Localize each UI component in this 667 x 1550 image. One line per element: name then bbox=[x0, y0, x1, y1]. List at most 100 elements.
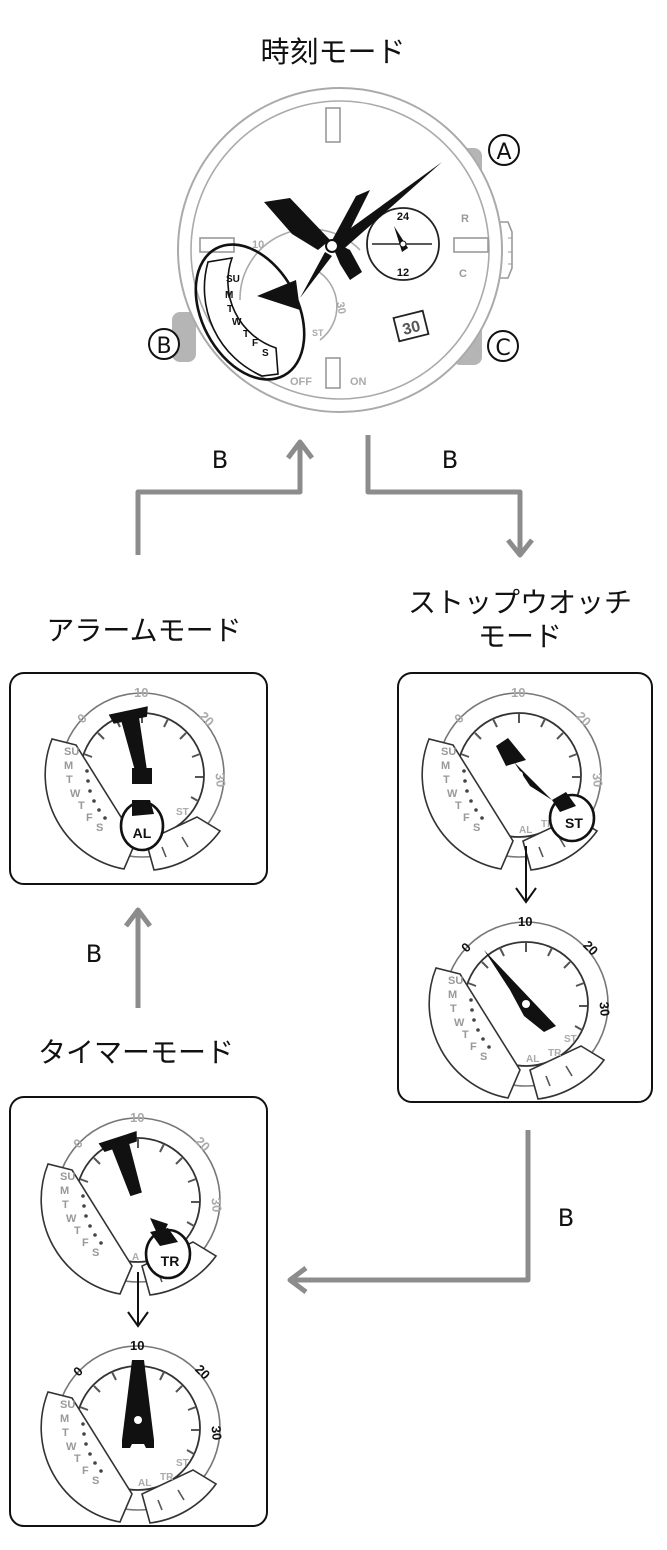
svg-text:ST: ST bbox=[176, 807, 189, 818]
svg-text:M: M bbox=[60, 1413, 69, 1425]
svg-text:T: T bbox=[62, 1199, 69, 1211]
on-label: ON bbox=[350, 376, 367, 388]
timer-mode-title: タイマーモード bbox=[38, 1036, 234, 1069]
alarm-callout-label: AL bbox=[133, 825, 152, 841]
svg-text:F: F bbox=[82, 1237, 89, 1249]
svg-text:AL: AL bbox=[138, 1478, 151, 1489]
svg-text:M: M bbox=[60, 1185, 69, 1197]
svg-text:A: A bbox=[132, 1252, 139, 1263]
svg-text:10: 10 bbox=[130, 1110, 144, 1125]
svg-text:TR: TR bbox=[548, 1048, 562, 1059]
svg-text:F: F bbox=[86, 812, 93, 824]
svg-text:10: 10 bbox=[511, 685, 525, 700]
label-b-time-to-stopwatch: B bbox=[442, 446, 458, 474]
timer-callout-label: TR bbox=[161, 1253, 180, 1269]
svg-text:B: B bbox=[156, 334, 171, 359]
svg-text:30: 30 bbox=[589, 772, 605, 788]
svg-text:10: 10 bbox=[252, 239, 264, 251]
svg-text:W: W bbox=[454, 1017, 465, 1029]
svg-text:W: W bbox=[66, 1441, 77, 1453]
svg-text:T: T bbox=[243, 329, 249, 340]
stopwatch-callout-label: ST bbox=[565, 815, 583, 831]
dial-24-label: 24 bbox=[397, 211, 410, 223]
crown-letter-c: C bbox=[459, 268, 467, 280]
stopwatch-arrow bbox=[515, 846, 537, 904]
svg-text:S: S bbox=[96, 822, 103, 834]
stopwatch-panel bbox=[397, 672, 653, 1103]
svg-text:T: T bbox=[62, 1427, 69, 1439]
svg-text:W: W bbox=[70, 788, 81, 800]
svg-text:F: F bbox=[470, 1041, 477, 1053]
arrow-alarm-to-time bbox=[135, 444, 303, 555]
svg-text:S: S bbox=[480, 1051, 487, 1063]
svg-text:T: T bbox=[450, 1003, 457, 1015]
date-window: 30 bbox=[401, 318, 422, 339]
svg-text:SU: SU bbox=[226, 274, 240, 285]
svg-text:S: S bbox=[262, 348, 269, 359]
button-c-label: C bbox=[487, 330, 519, 362]
dial-12-label: 12 bbox=[397, 267, 409, 279]
svg-text:W: W bbox=[447, 788, 458, 800]
svg-text:AL: AL bbox=[526, 1054, 539, 1065]
svg-text:T: T bbox=[455, 800, 462, 812]
button-b-label: B bbox=[148, 328, 180, 360]
arrow-stopwatch-to-timer bbox=[292, 1130, 531, 1283]
svg-text:S: S bbox=[473, 822, 480, 834]
label-b-stopwatch-to-timer: B bbox=[558, 1204, 574, 1232]
svg-text:M: M bbox=[225, 290, 233, 301]
alarm-panel bbox=[9, 672, 268, 885]
svg-text:S: S bbox=[92, 1475, 99, 1487]
svg-text:10: 10 bbox=[130, 1338, 144, 1353]
svg-text:M: M bbox=[64, 760, 73, 772]
svg-text:30: 30 bbox=[212, 772, 228, 788]
stopwatch-mode-title-line2: モード bbox=[478, 620, 562, 653]
label-b-alarm-to-time: B bbox=[212, 446, 228, 474]
timer-arrow bbox=[127, 1272, 149, 1328]
svg-text:AL: AL bbox=[519, 825, 532, 836]
svg-text:SU: SU bbox=[60, 1399, 75, 1411]
svg-text:10: 10 bbox=[134, 685, 148, 700]
day-indicator-callout bbox=[194, 243, 306, 381]
svg-text:S: S bbox=[92, 1247, 99, 1259]
svg-text:T: T bbox=[78, 800, 85, 812]
svg-text:T: T bbox=[462, 1029, 469, 1041]
svg-text:F: F bbox=[252, 338, 258, 349]
svg-text:T: T bbox=[74, 1225, 81, 1237]
svg-text:30: 30 bbox=[334, 301, 348, 315]
stopwatch-mode-title-line1: ストップウオッチ bbox=[408, 586, 632, 619]
svg-text:F: F bbox=[82, 1465, 89, 1477]
svg-text:T: T bbox=[227, 304, 233, 315]
alarm-mode-title: アラームモード bbox=[46, 614, 241, 647]
svg-text:T: T bbox=[74, 1453, 81, 1465]
svg-text:ST: ST bbox=[312, 328, 324, 338]
timer-panel bbox=[9, 1096, 268, 1527]
svg-text:TR: TR bbox=[160, 1472, 174, 1483]
svg-text:30: 30 bbox=[596, 1001, 612, 1017]
arrow-time-to-stopwatch bbox=[365, 435, 523, 552]
svg-text:30: 30 bbox=[208, 1197, 224, 1213]
svg-text:C: C bbox=[495, 336, 510, 361]
svg-text:T: T bbox=[443, 774, 450, 786]
button-a-label: A bbox=[488, 134, 520, 166]
svg-text:W: W bbox=[232, 317, 242, 328]
off-label: OFF bbox=[290, 376, 312, 388]
svg-text:SU: SU bbox=[60, 1171, 75, 1183]
time-mode-title: 時刻モード bbox=[260, 35, 405, 69]
svg-text:30: 30 bbox=[208, 1425, 224, 1441]
svg-text:SU: SU bbox=[441, 746, 456, 758]
svg-text:TR: TR bbox=[541, 819, 555, 830]
svg-text:W: W bbox=[66, 1213, 77, 1225]
svg-text:SU: SU bbox=[64, 746, 79, 758]
svg-text:ST: ST bbox=[564, 1034, 577, 1045]
svg-text:SU: SU bbox=[448, 975, 463, 987]
label-b-timer-to-alarm: B bbox=[86, 940, 102, 968]
svg-text:T: T bbox=[66, 774, 73, 786]
svg-text:F: F bbox=[463, 812, 470, 824]
svg-text:10: 10 bbox=[518, 914, 532, 929]
